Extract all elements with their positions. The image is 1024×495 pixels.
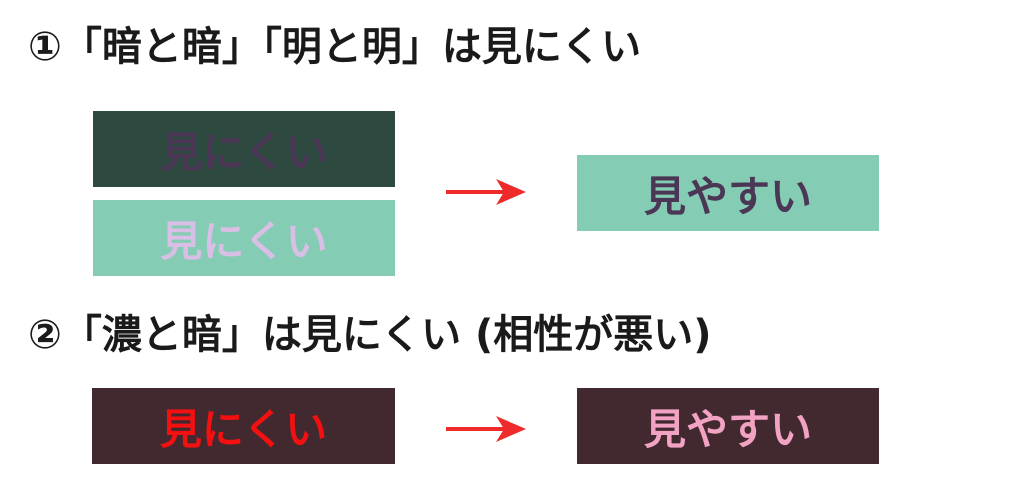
- right-arrow-icon: [446, 179, 526, 205]
- sample-label: 見にくい: [160, 216, 328, 266]
- sample-label: 見にくい: [159, 404, 328, 454]
- right-arrow-icon: [446, 416, 526, 442]
- light-on-light-sample: 見にくい: [93, 200, 395, 276]
- sample-label: 見やすい: [643, 171, 812, 221]
- saturated-on-dark-sample: 見にくい: [92, 388, 395, 464]
- readable-sample: 見やすい: [577, 388, 879, 464]
- dark-on-dark-sample: 見にくい: [93, 111, 395, 187]
- section2-heading: ②「濃と暗」は見にくい (相性が悪い): [28, 312, 712, 358]
- readable-sample: 見やすい: [577, 155, 879, 231]
- section1-heading: ①「暗と暗」「明と明」は見にくい: [28, 24, 642, 70]
- sample-label: 見やすい: [643, 404, 812, 454]
- sample-label: 見にくい: [160, 127, 328, 177]
